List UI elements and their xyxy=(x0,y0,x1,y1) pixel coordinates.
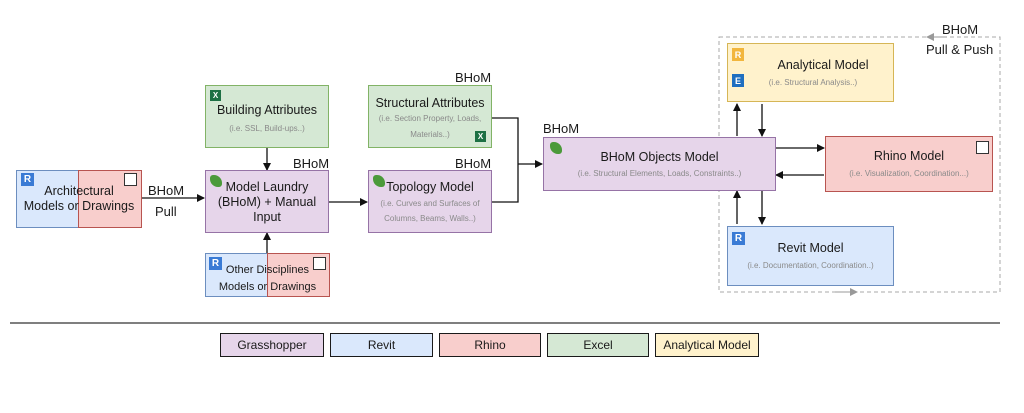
legend-revit: Revit xyxy=(330,333,433,357)
line-merge xyxy=(492,117,519,203)
analytical-model-sub: (i.e. Structural Analysis..) xyxy=(768,78,858,87)
grasshopper-icon xyxy=(373,175,385,187)
structural-attributes-title: Structural Attributes xyxy=(375,96,485,110)
structural-attributes-box[interactable]: Structural Attributes (i.e. Section Prop… xyxy=(368,85,492,148)
bhom-pullpush-label-1: BHoM xyxy=(942,22,979,37)
model-laundry-line-1: Model Laundry xyxy=(225,180,309,194)
revit-icon: R xyxy=(21,173,34,186)
other-disciplines-label: Other Disciplines Models or Drawings xyxy=(205,262,330,296)
rhino-model-title: Rhino Model xyxy=(873,149,945,163)
topology-model-sub-2: Columns, Beams, Walls..) xyxy=(384,214,476,223)
excel-icon: X xyxy=(210,90,221,101)
legend-analytical-model: Analytical Model xyxy=(655,333,759,357)
bhom-pull-label-1: BHoM xyxy=(148,183,185,198)
other-line-2: Models or Drawings xyxy=(218,281,317,293)
model-laundry-line-2: (BHoM) + Manual xyxy=(217,195,317,209)
grasshopper-icon xyxy=(210,175,222,187)
bhom-laundry-label: BHoM xyxy=(293,156,330,171)
analytical-model-title: Analytical Model xyxy=(777,58,869,72)
architectural-line-2: Models or Drawings xyxy=(23,199,135,213)
building-attributes-box[interactable]: X Building Attributes (i.e. SSL, Build-u… xyxy=(205,85,329,148)
legend-grasshopper: Grasshopper xyxy=(220,333,324,357)
bhom-objects-sub: (i.e. Structural Elements, Loads, Constr… xyxy=(577,169,742,178)
building-attributes-title: Building Attributes xyxy=(216,103,318,117)
building-attributes-sub: (i.e. SSL, Build-ups..) xyxy=(229,124,305,133)
bhom-objects-box[interactable]: BHoM Objects Model (i.e. Structural Elem… xyxy=(543,137,776,191)
revit-model-title: Revit Model xyxy=(777,241,844,255)
structural-attributes-sub-2: Materials..) xyxy=(410,130,450,139)
revit-model-box[interactable]: R Revit Model (i.e. Documentation, Coord… xyxy=(727,226,894,286)
bhom-pull-label-2: Pull xyxy=(155,204,177,219)
bhom-structural-label: BHoM xyxy=(455,70,492,85)
topology-model-box[interactable]: Topology Model (i.e. Curves and Surfaces… xyxy=(368,170,492,233)
rhino-icon xyxy=(124,173,137,186)
revit-icon: R xyxy=(209,257,222,270)
legend-rhino: Rhino xyxy=(439,333,541,357)
legend-excel: Excel xyxy=(547,333,649,357)
topology-model-sub-1: (i.e. Curves and Surfaces of xyxy=(380,199,480,208)
analytical-software-icon: R xyxy=(732,48,744,61)
revit-model-sub: (i.e. Documentation, Coordination..) xyxy=(747,261,874,270)
structural-attributes-sub-1: (i.e. Section Property, Loads, xyxy=(378,114,482,123)
bhom-objects-title: BHoM Objects Model xyxy=(600,150,719,164)
architectural-label: Architectural Models or Drawings xyxy=(16,184,142,214)
other-line-1: Other Disciplines xyxy=(225,264,310,276)
analytical-model-box[interactable]: R E Analytical Model (i.e. Structural An… xyxy=(727,43,894,102)
topology-model-title: Topology Model xyxy=(386,180,474,194)
rhino-icon xyxy=(976,141,989,154)
excel-icon: X xyxy=(475,131,486,142)
model-laundry-label: Model Laundry (BHoM) + Manual Input xyxy=(206,180,328,225)
pull-push-frame xyxy=(718,36,1001,293)
architectural-line-1: Architectural xyxy=(44,184,114,198)
model-laundry-box[interactable]: Model Laundry (BHoM) + Manual Input xyxy=(205,170,329,233)
bhom-pullpush-label-2: Pull & Push xyxy=(926,42,994,57)
bhom-objects-label: BHoM xyxy=(543,121,580,136)
revit-icon: R xyxy=(732,232,745,245)
rhino-model-sub: (i.e. Visualization, Coordination...) xyxy=(849,169,969,178)
grasshopper-icon xyxy=(550,142,562,154)
model-laundry-line-3: Input xyxy=(253,210,281,224)
bhom-topology-label: BHoM xyxy=(455,156,492,171)
architectural-rhino-box[interactable] xyxy=(78,170,142,228)
rhino-model-box[interactable]: Rhino Model (i.e. Visualization, Coordin… xyxy=(825,136,993,192)
etabs-icon: E xyxy=(732,74,744,87)
rhino-icon xyxy=(313,257,326,270)
